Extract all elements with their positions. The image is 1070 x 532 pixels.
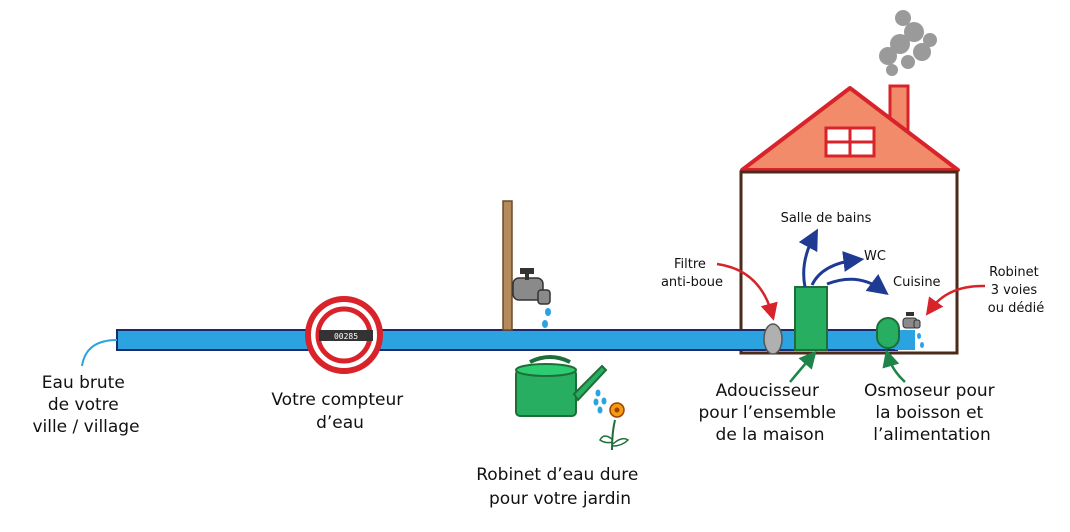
label-garden: Robinet d’eau dure pour votre jardin (476, 465, 644, 509)
house-icon (739, 84, 960, 355)
label-tap: Robinet 3 voies ou dédié (988, 265, 1044, 316)
label-raw-water: Eau brute de votre ville / village (32, 373, 139, 437)
tap-icon (902, 312, 924, 348)
attic-window (824, 126, 876, 158)
arrow-tap (925, 284, 986, 316)
garden-post (502, 200, 513, 331)
label-wc: WC (864, 249, 886, 264)
arrow-filter (716, 262, 778, 321)
label-filter: Filtre anti-boue (661, 257, 723, 290)
arrow-bathroom (798, 228, 818, 288)
house-walls (739, 170, 959, 355)
faucet-icon (512, 268, 551, 305)
label-meter: Votre compteur d’eau (271, 390, 408, 433)
flower-icon (599, 402, 630, 451)
label-kitchen: Cuisine (893, 275, 941, 290)
meter-display (319, 330, 373, 341)
arrow-kitchen (826, 274, 889, 296)
meter-digits: 00285 (334, 332, 358, 341)
mud-filter (763, 323, 783, 355)
label-softener: Adoucisseur pour l’ensemble de la maison (699, 381, 842, 445)
water-meter-icon: 00285 (305, 296, 383, 374)
label-osmosis: Osmoseur pour la boisson et l’alimentati… (864, 381, 1000, 445)
arrow-softener (789, 350, 817, 383)
softener-unit (794, 286, 828, 351)
arrow-osmosis (882, 349, 906, 383)
watering-can-icon (515, 355, 608, 417)
label-bathroom: Salle de bains (781, 211, 872, 226)
osmosis-unit (876, 317, 900, 349)
arrow-wc (810, 251, 865, 286)
water-drops (542, 308, 607, 414)
leader-raw-water (81, 339, 118, 367)
smoke-icon (879, 10, 937, 76)
